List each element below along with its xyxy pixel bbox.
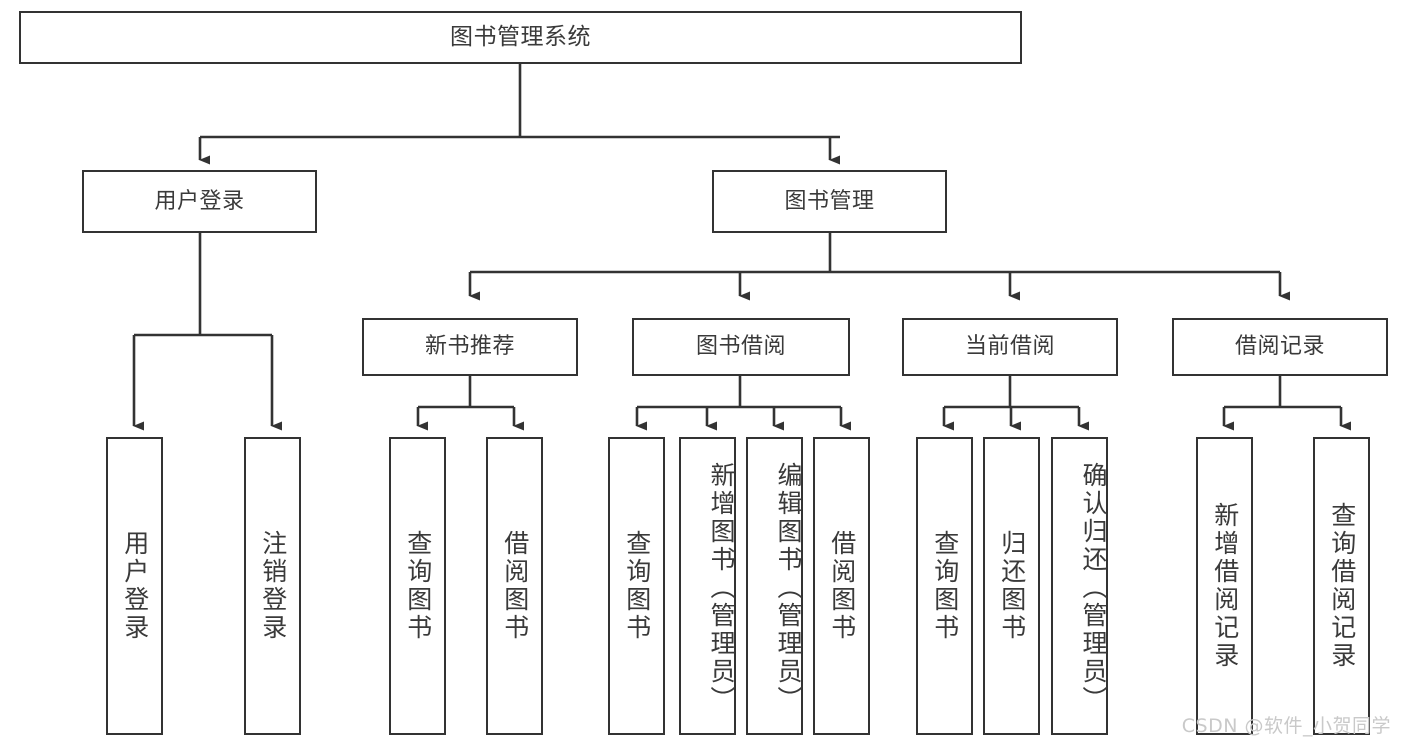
connector-bookmgmt-to-level3	[468, 233, 1290, 301]
node-leaf-user-logout[interactable]: 注销登录	[244, 437, 301, 735]
node-leaf-newbook-query-book[interactable]: 查询图书	[389, 437, 446, 735]
connector-currentborrow-to-leaves	[942, 376, 1089, 431]
node-leaf-bookborrow-query-book[interactable]: 查询图书	[608, 437, 665, 735]
node-level3-new-book-recommend[interactable]: 新书推荐	[362, 318, 578, 376]
connector-borrowrecord-to-leaves	[1222, 376, 1351, 431]
node-root-system[interactable]: 图书管理系统	[19, 11, 1022, 64]
node-leaf-borrowrecord-query-record[interactable]: 查询借阅记录	[1313, 437, 1370, 735]
connector-userlogin-to-leaves	[132, 233, 282, 431]
connector-newbook-to-leaves	[416, 376, 524, 431]
node-leaf-bookborrow-add-book-admin[interactable]: 新增图书（管理员）	[679, 437, 736, 735]
node-level3-borrow-record[interactable]: 借阅记录	[1172, 318, 1388, 376]
node-leaf-user-login[interactable]: 用户登录	[106, 437, 163, 735]
node-leaf-newbook-borrow-book[interactable]: 借阅图书	[486, 437, 543, 735]
node-leaf-bookborrow-edit-book-admin[interactable]: 编辑图书（管理员）	[746, 437, 803, 735]
node-leaf-borrowrecord-add-record[interactable]: 新增借阅记录	[1196, 437, 1253, 735]
connector-bookborrow-to-leaves	[635, 376, 851, 431]
node-level3-book-borrow[interactable]: 图书借阅	[632, 318, 850, 376]
node-level3-current-borrow[interactable]: 当前借阅	[902, 318, 1118, 376]
node-leaf-currentborrow-query-book[interactable]: 查询图书	[916, 437, 973, 735]
connector-root-to-level2	[198, 64, 840, 165]
node-leaf-bookborrow-borrow-book[interactable]: 借阅图书	[813, 437, 870, 735]
node-leaf-currentborrow-confirm-return-admin[interactable]: 确认归还（管理员）	[1051, 437, 1108, 735]
node-level2-user-login[interactable]: 用户登录	[82, 170, 317, 233]
node-level2-book-management[interactable]: 图书管理	[712, 170, 947, 233]
node-leaf-currentborrow-return-book[interactable]: 归还图书	[983, 437, 1040, 735]
